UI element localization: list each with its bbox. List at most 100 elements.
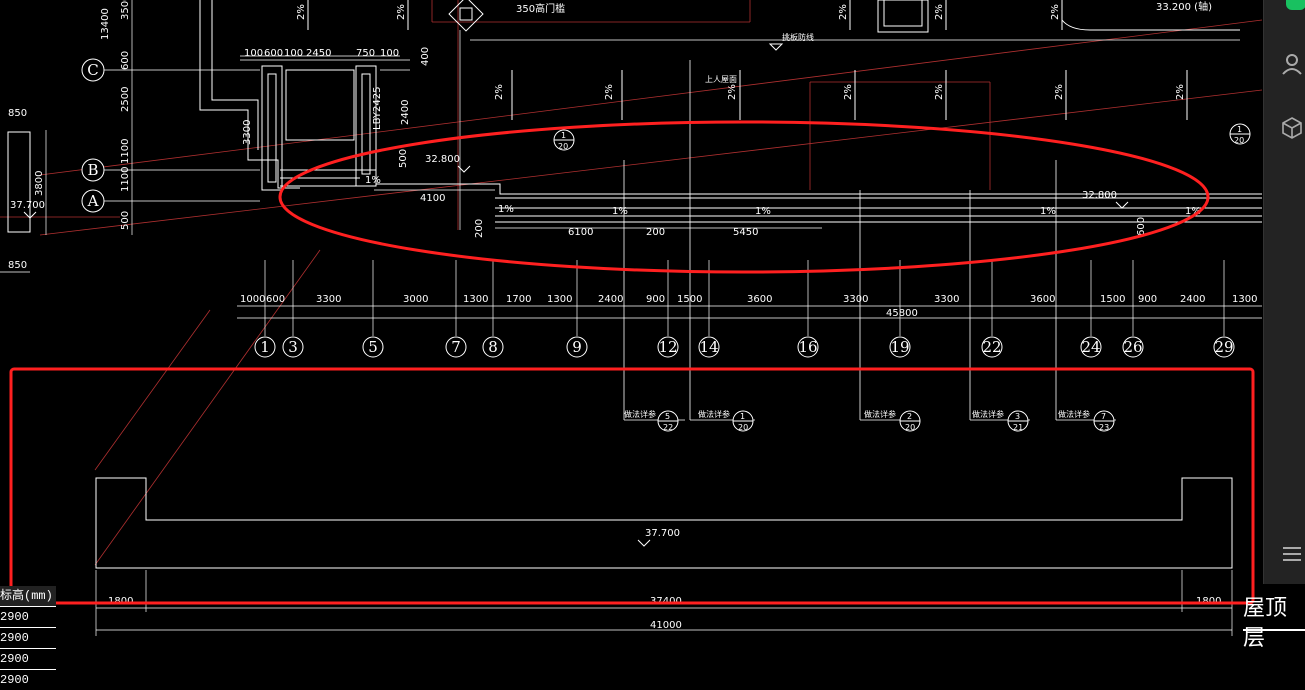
dim-6100: 6100 [568,227,593,238]
svg-text:1: 1 [561,131,566,140]
svg-text:13400: 13400 [100,8,111,40]
markup-rectangle [9,367,1255,605]
svg-text:3000: 3000 [403,294,428,305]
axis-bubble: 16 [798,338,817,356]
parapet-elevation: 37.700 [645,528,680,539]
svg-text:21: 21 [1013,423,1023,432]
axis-bubble: 19 [890,338,909,356]
svg-text:20: 20 [738,423,748,432]
elevation-label: 32.800 [425,154,460,165]
svg-text:100: 100 [244,48,263,59]
svg-text:做法详参: 做法详参 [624,409,656,419]
axis-bubble: 1 [260,338,270,356]
slope-label: 2% [296,4,307,20]
svg-text:3300: 3300 [316,294,341,305]
svg-text:20: 20 [558,142,568,151]
top-elevation-label: 33.200 (轴) [1156,0,1212,13]
svg-text:做法详参: 做法详参 [972,409,1004,419]
svg-text:3600: 3600 [747,294,772,305]
elevation-label: 32.800 [1082,190,1117,201]
svg-text:500: 500 [398,149,409,168]
svg-text:600: 600 [264,48,283,59]
elevation-table: 标高(mm) 2900 2900 2900 2900 [0,586,56,690]
svg-text:20: 20 [1234,136,1244,145]
axis-total: 45800 [886,308,918,319]
table-row: 2900 [0,669,56,690]
svg-text:1300: 1300 [1232,294,1257,305]
table-row: 2900 [0,627,56,648]
axis-bubble: 5 [368,338,378,356]
slope-label: 2% [838,4,849,20]
menu-icon[interactable] [1280,542,1305,568]
axis-bubble: 3 [288,338,298,356]
dim-5450: 5450 [733,227,758,238]
svg-text:2400: 2400 [400,100,411,125]
slope-label: 2% [1175,84,1186,100]
svg-text:1: 1 [740,412,745,421]
svg-text:5: 5 [665,412,670,421]
axis-bubble: 8 [488,338,498,356]
door-threshold-label: 350高门槛 [516,2,565,15]
svg-text:850: 850 [8,108,27,119]
drawing-title: 屋顶层 [1243,596,1288,651]
dim-4100: 4100 [420,193,445,204]
slope-label: 2% [843,84,854,100]
left-dimensions: 13400 3500 600 2500 1100 1100 500 850 38… [0,0,133,273]
axis-bubble-C: C [87,61,98,79]
svg-text:2400: 2400 [1180,294,1205,305]
svg-text:400: 400 [420,47,431,66]
slope-label: 2% [396,4,407,20]
user-icon[interactable] [1280,52,1305,78]
slope-label: 2% [494,84,505,100]
axis-bubble: 14 [699,338,718,356]
svg-text:2400: 2400 [598,294,623,305]
svg-text:3800: 3800 [34,171,45,196]
svg-text:20: 20 [905,423,915,432]
slope-label: 1% [612,206,628,217]
svg-text:22: 22 [663,423,673,432]
slope-label: 2% [934,4,945,20]
slope-label: 1% [498,204,514,215]
axis-bubble: 9 [572,338,582,356]
axis-bubble-B: B [87,161,98,179]
slope-label: 1% [755,206,771,217]
svg-text:3500: 3500 [120,0,131,20]
title-underline [1243,629,1305,631]
svg-text:1100: 1100 [120,139,131,164]
slope-label: 1% [1185,206,1201,217]
svg-text:2: 2 [907,412,912,421]
svg-text:23: 23 [1099,423,1109,432]
svg-text:100: 100 [284,48,303,59]
svg-text:1000: 1000 [240,294,265,305]
svg-text:750: 750 [356,48,375,59]
markup-ellipse [278,120,1210,274]
axis-bubble: 7 [451,338,461,356]
dim-600: 600 [1136,217,1147,236]
axis-bubble: 22 [982,338,1001,356]
detail-callouts: 做法详参 5 22 做法详参 1 20 做法详参 2 20 做法详参 3 21 … [553,60,1251,432]
side-toolbar [1263,0,1305,584]
svg-text:3300: 3300 [934,294,959,305]
svg-text:1100: 1100 [120,167,131,192]
svg-text:37.700: 37.700 [10,200,45,211]
svg-text:900: 900 [646,294,665,305]
svg-text:做法详参: 做法详参 [1058,409,1090,419]
svg-text:3: 3 [1015,412,1020,421]
cad-drawing-canvas[interactable]: 2% 2% 2% 2% 2% 2% 2% 2% 2% 2% 2% 2% 1% 1… [0,0,1305,662]
slope-label: 1% [365,175,381,186]
table-row: 2900 [0,648,56,669]
svg-text:600: 600 [266,294,285,305]
svg-text:900: 900 [1138,294,1157,305]
axis-bubble-A: A [87,192,99,210]
svg-text:600: 600 [120,51,131,70]
waterproof-label: 挑板防线 [782,32,814,42]
cube-icon[interactable] [1280,116,1305,142]
slope-arrows: 2% 2% 2% 2% 2% 2% 2% 2% 2% 2% 2% 2% 1% 1… [296,0,1201,217]
status-indicator [1286,0,1305,10]
svg-text:1500: 1500 [1100,294,1125,305]
svg-text:3300: 3300 [843,294,868,305]
svg-text:100: 100 [380,48,399,59]
svg-text:500: 500 [120,211,131,230]
slope-label: 2% [1054,84,1065,100]
svg-text:1: 1 [1237,125,1242,134]
